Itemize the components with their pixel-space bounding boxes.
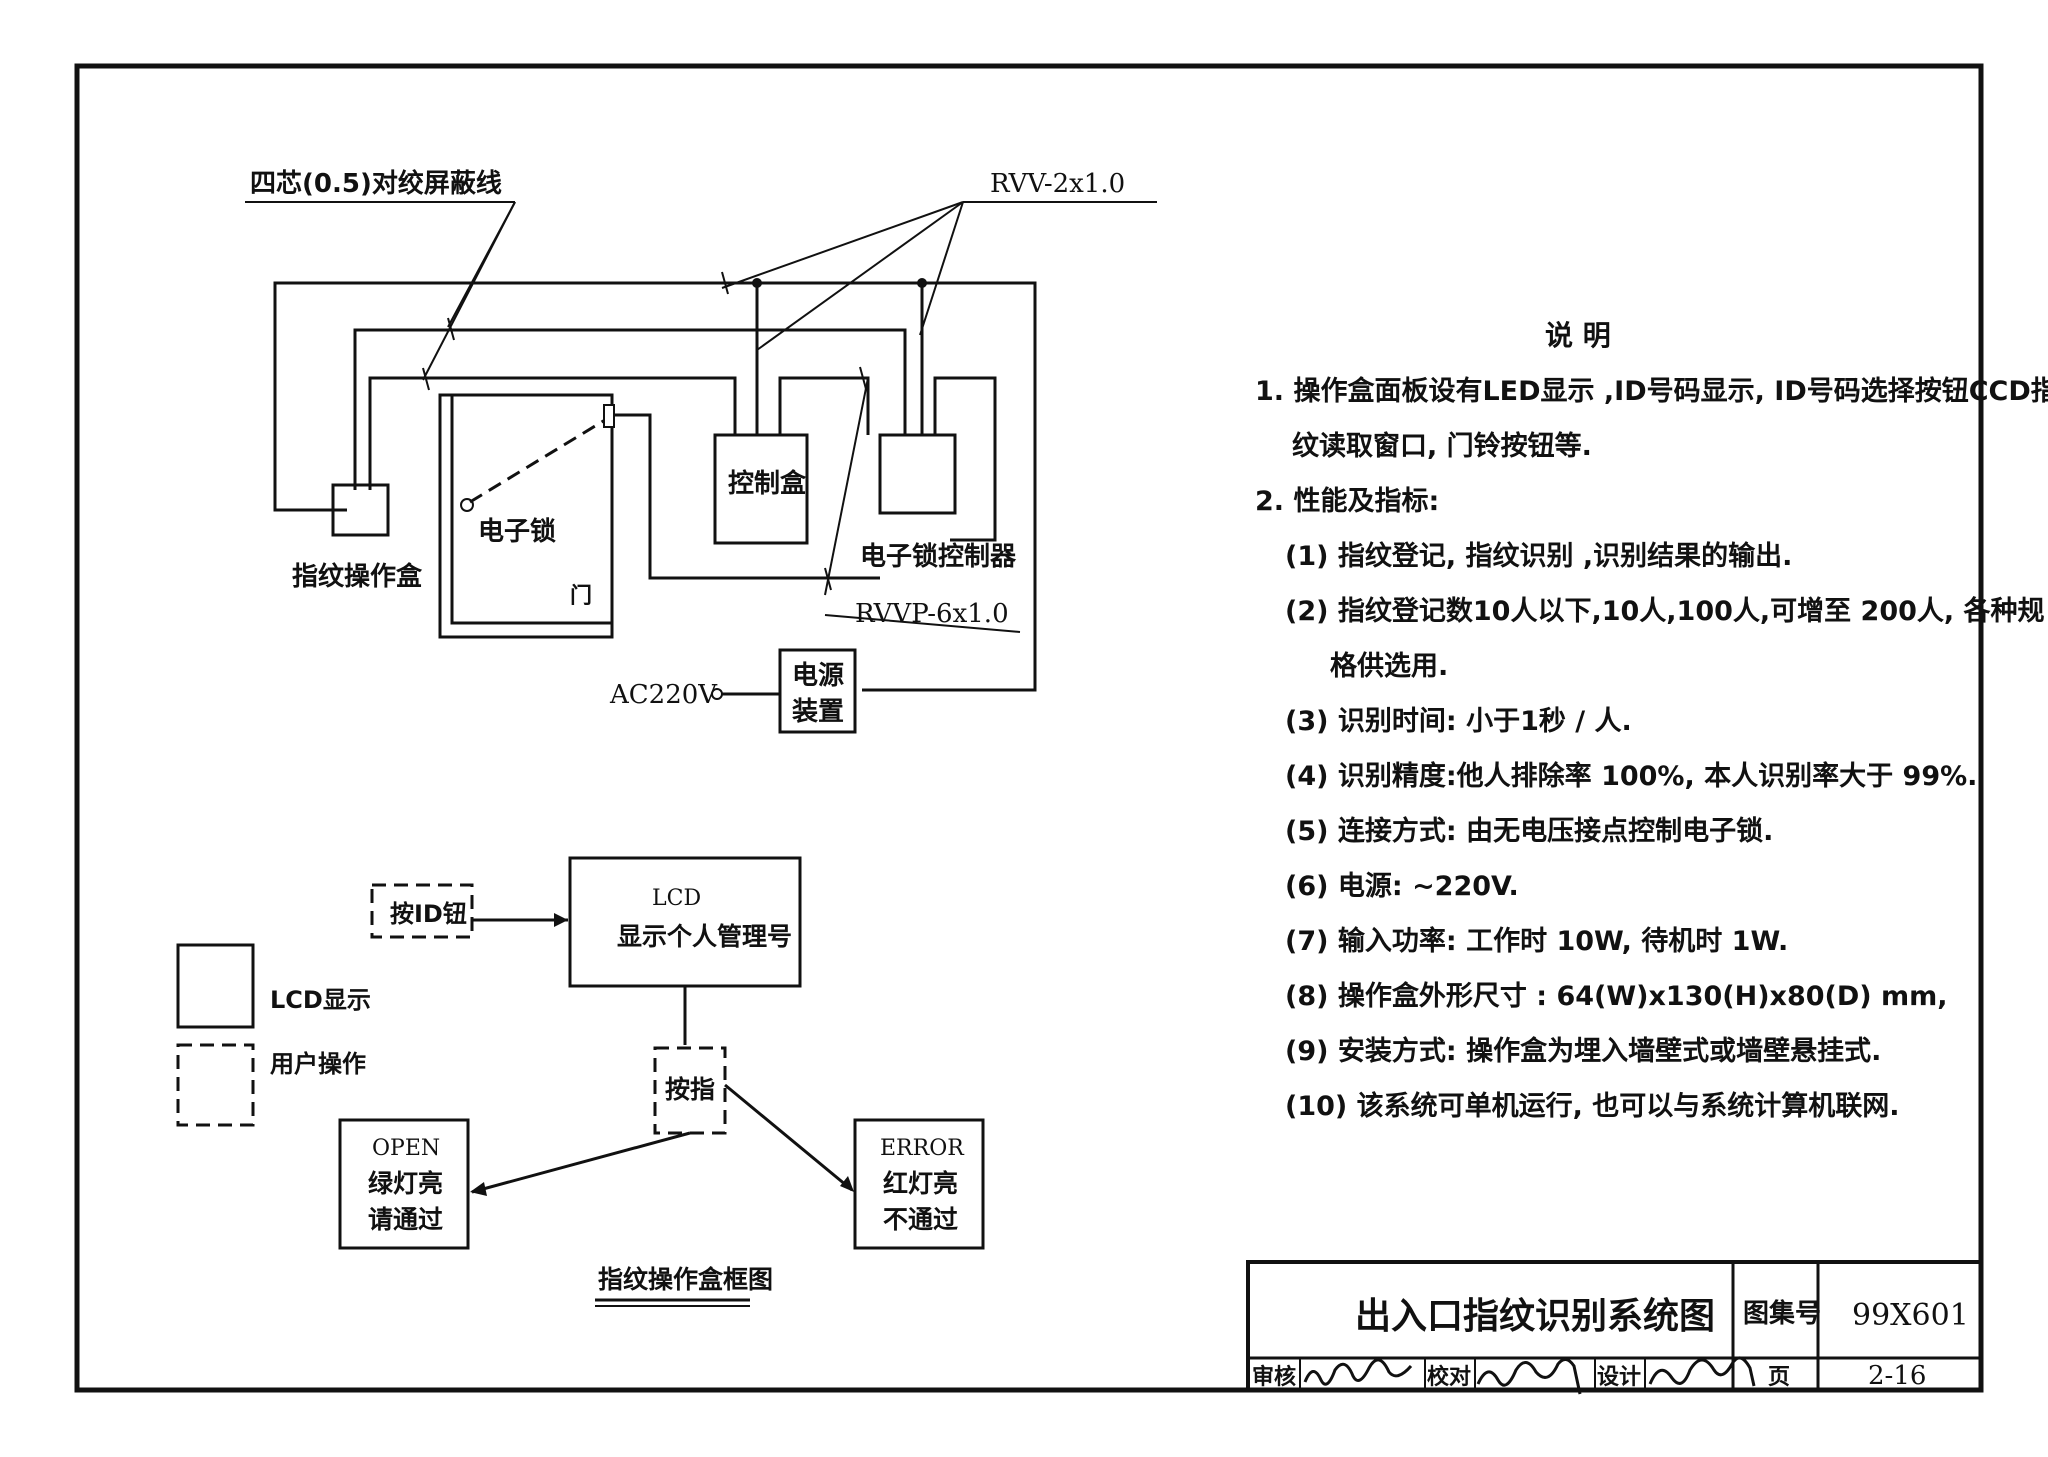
cable-rvv-leader-3 [919,201,964,336]
note-line: (8) 操作盒外形尺寸 : 64(W)x130(H)x80(D) mm, [1285,980,1948,1012]
arrow-to-open [471,1131,691,1194]
junction-dot [752,278,762,288]
cable-rvvp-label: RVVP-6x1.0 [855,599,1009,629]
cable-rvv-leader-1 [721,201,964,289]
junction-dot [917,278,927,288]
id-button-box [370,883,474,939]
arrow-head [470,1182,487,1196]
atlas-label: 图集号 [1743,1298,1821,1329]
rvvp-leader [824,377,869,596]
e-lock-label: 电子锁 [478,516,556,547]
designer-signature [1648,1356,1756,1387]
lock-controller-box [878,433,957,515]
title-block: 出入口指纹识别系统图 图集号 99X601 审核 校对 设计 页 2-16 [1246,1260,1983,1395]
tick-mark [447,317,455,341]
note-line: 1. 操作盒面板设有LED显示 ,ID号码显示, ID号码选择按钮CCD指 [1255,375,2048,407]
note-line: (4) 识别精度:他人排除率 100%, 本人识别率大于 99%. [1285,760,1977,792]
error-box [853,1118,985,1250]
reviewer-signature [1303,1358,1413,1386]
power-label-1: 电源 [792,661,844,691]
legend-solid-box [176,943,255,1029]
note-line: (10) 该系统可单机运行, 也可以与系统计算机联网. [1285,1090,1900,1122]
door-label: 门 [570,583,592,609]
door-leaf [450,393,614,625]
open-label-2: 绿灯亮 [368,1169,443,1198]
review-label: 审核 [1252,1364,1296,1390]
error-label-3: 不通过 [883,1205,958,1234]
notes: 说 明 1. 操作盒面板设有LED显示 ,ID号码显示, ID号码选择按钮CCD… [1255,319,2048,1122]
control-box-label: 控制盒 [728,468,807,499]
page-number: 2-16 [1868,1361,1926,1391]
page-label: 页 [1768,1365,1790,1390]
cable-shielded-label: 四芯(0.5)对绞屏蔽线 [250,168,502,199]
legend: LCD显示 用户操作 [176,943,371,1127]
id-button-label: 按ID钮 [390,900,467,928]
sheet-border [74,63,1984,1393]
note-line: 2. 性能及指标: [1255,485,1439,517]
legend-user-label: 用户操作 [270,1050,366,1078]
error-label-2: 红灯亮 [883,1169,958,1198]
arrow-head [554,913,568,927]
arrow-to-error [724,1083,853,1192]
tick-mark [422,367,430,391]
tick-mark [824,567,832,591]
note-line: (5) 连接方式: 由无电压接点控制电子锁. [1285,815,1773,847]
checker-signature [1476,1358,1582,1395]
lock-connector [603,404,615,428]
tick-mark [721,271,729,295]
power-supply-box [778,648,857,734]
wiring-diagram: 四芯(0.5)对绞屏蔽线 RVV-2x1.0 RVVP-6x1.0 [245,168,1157,734]
legend-dashed-box [176,1043,255,1127]
title-block-frame [1246,1260,1983,1392]
rvvp-wire [612,413,880,580]
rvvp-leader-2 [824,614,1021,633]
fingerprint-box [331,483,390,537]
cable-rvv-label: RVV-2x1.0 [990,169,1125,199]
notes-heading: 说 明 [1545,319,1611,352]
design-label: 设计 [1597,1365,1641,1390]
check-label: 校对 [1427,1364,1471,1390]
ac-terminal [711,688,723,700]
note-line: (1) 指纹登记, 指纹识别 ,识别结果的输出. [1285,540,1792,572]
flow-caption: 指纹操作盒框图 [598,1265,773,1294]
note-line: (2) 指纹登记数10人以下,10人,100人,可增至 200人, 各种规 [1285,595,2045,627]
cable-rvv-leader-2 [756,201,964,351]
cable-shielded-leader-2 [447,201,516,328]
press-finger-label: 按指 [665,1075,715,1104]
open-label-1: OPEN [372,1136,440,1161]
power-loop-wire [273,281,1037,692]
control-to-controller-wire [778,376,870,435]
shielded-wire-1 [353,328,907,490]
note-line: 纹读取窗口, 门铃按钮等. [1292,430,1592,462]
controller-return-wire [933,376,997,542]
lock-controller-label: 电子锁控制器 [860,541,1017,572]
note-line: 格供选用. [1330,651,1448,682]
flow-diagram: 按ID钮 LCD 显示个人管理号 按指 OPEN 绿灯亮 请通过 ERROR 红… [338,856,985,1307]
lcd-label-2: 显示个人管理号 [617,922,792,951]
legend-lcd-label: LCD显示 [270,986,371,1014]
lock-dashed-line [469,418,606,504]
power-label-2: 装置 [792,697,844,727]
drawing-title: 出入口指纹识别系统图 [1355,1296,1715,1337]
tick-mark [859,366,867,390]
error-label-1: ERROR [880,1136,965,1161]
open-box [338,1118,470,1250]
lcd-label-1: LCD [652,886,701,911]
open-label-3: 请通过 [368,1205,443,1234]
fingerprint-box-label: 指纹操作盒 [292,561,423,592]
arrow-head [840,1176,854,1192]
note-line: (6) 电源: ~220V. [1285,871,1519,902]
control-box [713,433,809,545]
atlas-number: 99X601 [1852,1298,1969,1333]
note-line: (3) 识别时间: 小于1秒 / 人. [1285,706,1632,737]
note-line: (9) 安装方式: 操作盒为埋入墙壁式或墙壁悬挂式. [1285,1035,1881,1067]
ac-label: AC220V [609,680,718,710]
shielded-wire-2 [368,376,737,490]
note-line: (7) 输入功率: 工作时 10W, 待机时 1W. [1285,925,1788,957]
